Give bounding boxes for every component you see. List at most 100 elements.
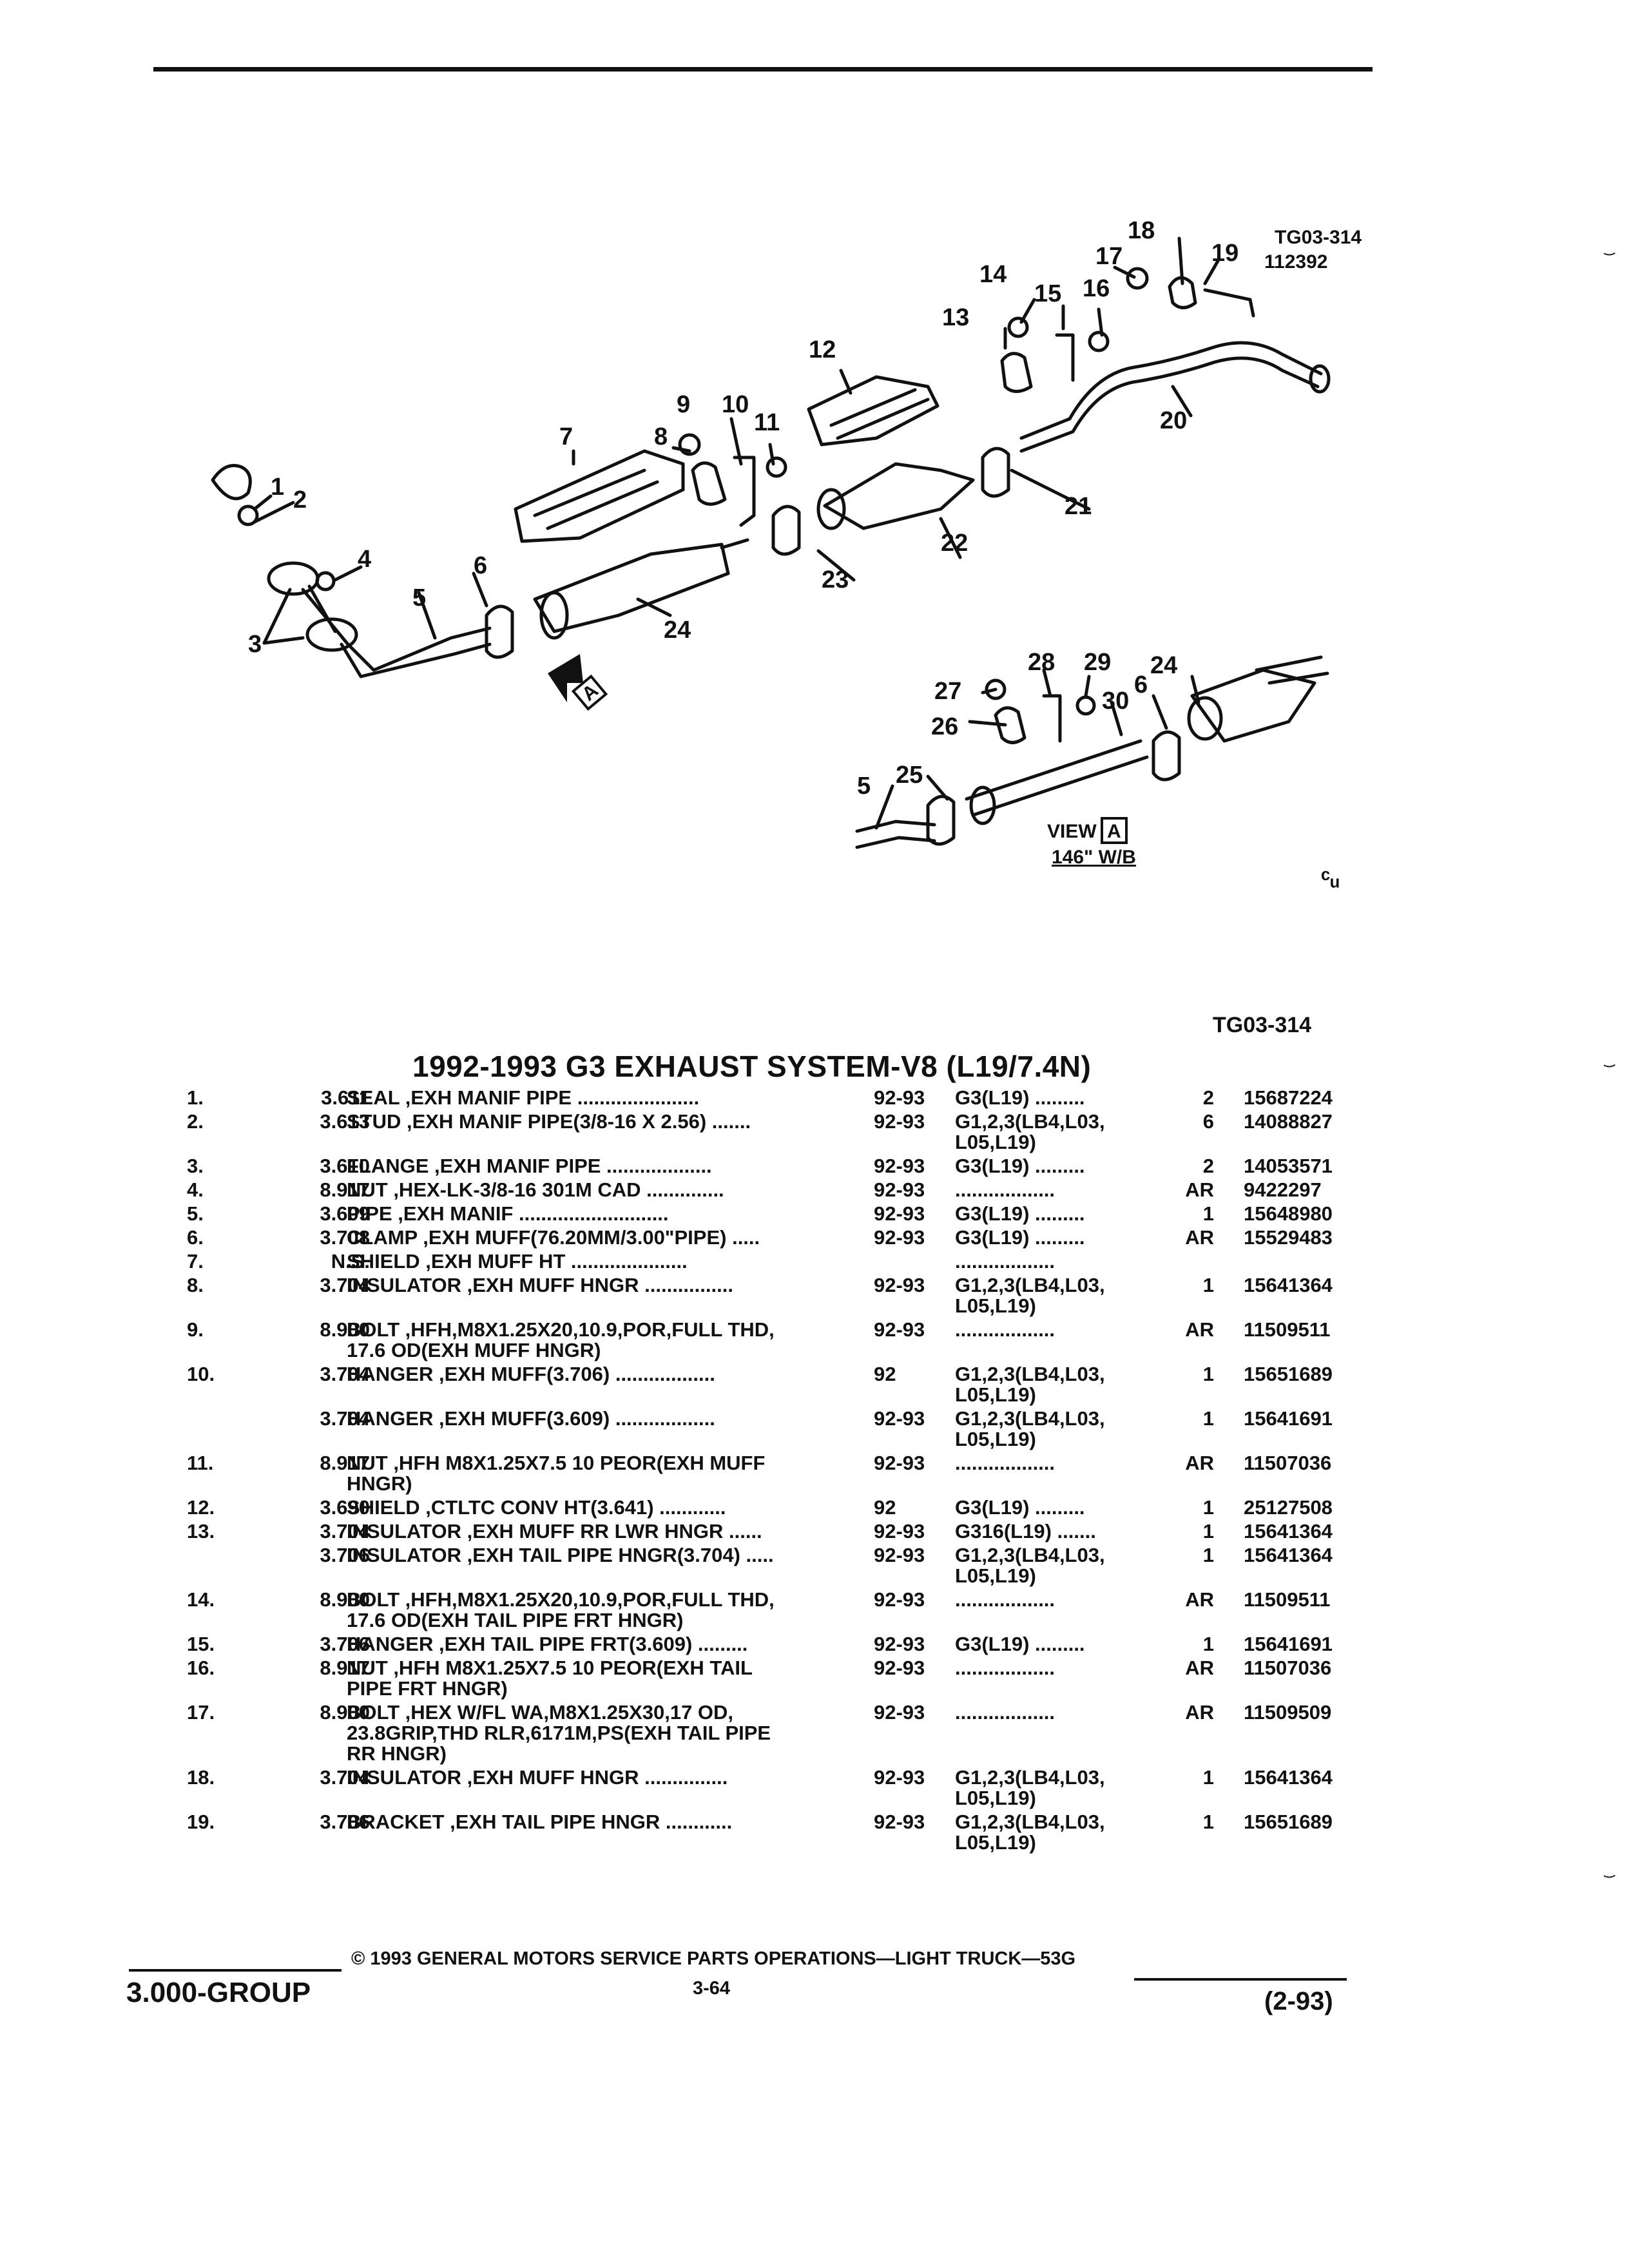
corner-mark: ᶜᵤ — [1321, 865, 1339, 892]
view-a-arrow-icon — [548, 654, 583, 702]
quantity: 1 — [1202, 1496, 1214, 1519]
callout-8: 8 — [654, 423, 668, 450]
part-description: CLAMP ,EXH MUFF(76.20MM/3.00"PIPE) ..... — [347, 1226, 760, 1249]
footer-date: (2-93) — [1264, 1987, 1333, 2015]
quantity: AR — [1185, 1178, 1214, 1201]
part-number: 11509511 — [1244, 1588, 1331, 1611]
view-a-tag-box — [571, 674, 608, 711]
part-description: STUD ,EXH MANIF PIPE(3/8-16 X 2.56) ....… — [347, 1110, 751, 1133]
part-number: 15641364 — [1244, 1520, 1333, 1542]
part-description: INSULATOR ,EXH MUFF HNGR ...............… — [347, 1274, 733, 1296]
model-years: 92-93 — [874, 1811, 925, 1833]
item-number: 17. — [187, 1701, 215, 1724]
group-number: 3.690 — [320, 1496, 370, 1519]
clamp-part — [485, 604, 514, 659]
application: G1,2,3(LB4,L03, L05,L19) — [955, 1544, 1105, 1587]
item-number: 16. — [187, 1657, 215, 1679]
nut-part — [315, 571, 336, 591]
callout-24: 24 — [664, 617, 691, 644]
application: .................. — [955, 1178, 1055, 1201]
callout-21: 21 — [1065, 493, 1092, 520]
part-number: 15641364 — [1244, 1766, 1333, 1789]
group-number: 8.900 — [320, 1588, 370, 1611]
application: .................. — [955, 1452, 1055, 1474]
model-years: 92-93 — [874, 1766, 925, 1789]
group-number: 8.900 — [320, 1701, 370, 1724]
inset-callout-27: 27 — [934, 678, 961, 705]
callout-12: 12 — [809, 336, 836, 363]
application: .................. — [955, 1250, 1055, 1273]
item-number: 1. — [187, 1086, 204, 1109]
application: G1,2,3(LB4,L03, L05,L19) — [955, 1363, 1105, 1406]
application: G3(L19) ......... — [955, 1226, 1085, 1249]
tail-pipe-part — [1019, 341, 1323, 440]
parts-row: 7.N.S.SHIELD ,EXH MUFF HT ..............… — [187, 1251, 1379, 1272]
callout-20: 20 — [1160, 407, 1187, 434]
model-years: 92-93 — [874, 1452, 925, 1474]
model-years: 92-93 — [874, 1407, 925, 1430]
group-number: 8.900 — [320, 1318, 370, 1341]
application: .................. — [955, 1657, 1055, 1679]
part-description: BOLT ,HFH,M8X1.25X20,10.9,POR,FULL THD, … — [347, 1588, 775, 1631]
item-number: 11. — [187, 1452, 214, 1474]
callout-23: 23 — [822, 566, 849, 593]
tailpipe-hanger-part — [1055, 333, 1075, 382]
part-description: BOLT ,HEX W/FL WA,M8X1.25X30,17 OD, 23.8… — [347, 1701, 771, 1765]
inset-callout-24: 24 — [1150, 652, 1177, 679]
model-years: 92-93 — [874, 1318, 925, 1341]
part-description: PIPE ,EXH MANIF ........................… — [347, 1202, 669, 1225]
group-number: 3.704 — [320, 1520, 370, 1542]
group-number: 3.704 — [320, 1274, 370, 1296]
model-years: 92-93 — [874, 1701, 925, 1724]
top-rule — [153, 67, 1373, 72]
application: G1,2,3(LB4,L03, L05,L19) — [955, 1407, 1105, 1450]
model-years: 92-93 — [874, 1544, 925, 1566]
quantity: 1 — [1202, 1274, 1214, 1296]
quantity: AR — [1185, 1657, 1214, 1679]
item-number: 2. — [187, 1110, 204, 1133]
application: G3(L19) ......... — [955, 1086, 1085, 1109]
part-number: 25127508 — [1244, 1496, 1333, 1519]
application: G3(L19) ......... — [955, 1202, 1085, 1225]
inset-callout-28: 28 — [1028, 649, 1055, 676]
quantity: 6 — [1202, 1110, 1214, 1133]
item-number: 5. — [187, 1202, 204, 1225]
part-description: SHIELD ,CTLTC CONV HT(3.641) ...........… — [347, 1496, 726, 1519]
wheelbase-label: 146" W/B — [1052, 847, 1136, 868]
view-tag-box — [1101, 817, 1128, 844]
hanger-nut-part — [766, 456, 787, 478]
callout-7: 7 — [559, 423, 573, 450]
quantity: 1 — [1202, 1520, 1214, 1542]
callout-3: 3 — [248, 631, 262, 658]
part-description: HANGER ,EXH MUFF(3.609) ................… — [347, 1407, 715, 1430]
model-years: 92 — [874, 1496, 896, 1519]
part-number: 11509509 — [1244, 1701, 1332, 1724]
item-number: 3. — [187, 1155, 204, 1177]
model-years: 92-93 — [874, 1588, 925, 1611]
item-number: 7. — [187, 1250, 204, 1273]
part-number: 11509511 — [1244, 1318, 1331, 1341]
part-number: 11507036 — [1244, 1452, 1332, 1474]
tailpipe-nut-part — [1088, 331, 1110, 352]
tailpipe-insulator-part — [1000, 352, 1033, 393]
item-number: 10. — [187, 1363, 215, 1385]
stud-part — [237, 505, 259, 526]
callout-19: 19 — [1211, 240, 1239, 267]
catalytic-converter-part — [823, 462, 975, 530]
application: G1,2,3(LB4,L03, L05,L19) — [955, 1811, 1105, 1854]
part-description: FLANGE ,EXH MANIF PIPE .................… — [347, 1155, 712, 1177]
part-number: 15651689 — [1244, 1363, 1333, 1385]
view-a-inset — [855, 655, 1329, 849]
muffler-part — [533, 543, 730, 633]
footer-group: 3.000-GROUP — [126, 1977, 311, 2008]
